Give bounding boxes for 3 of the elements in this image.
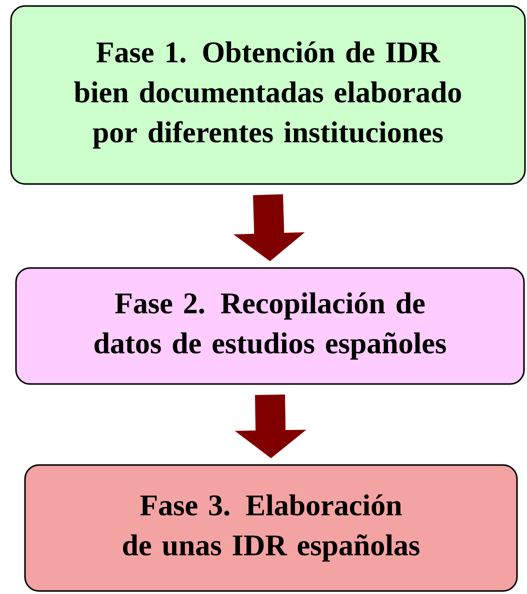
process-box: Fase 3. Elaboración de unas IDR españolas [24,464,518,592]
process-box: Fase 2. Recopilación de datos de estudios españoles [15,267,525,385]
process-box: Fase 1. Obtención de IDR bien documentadas elaborado por diferentes instituciones [10,5,526,185]
